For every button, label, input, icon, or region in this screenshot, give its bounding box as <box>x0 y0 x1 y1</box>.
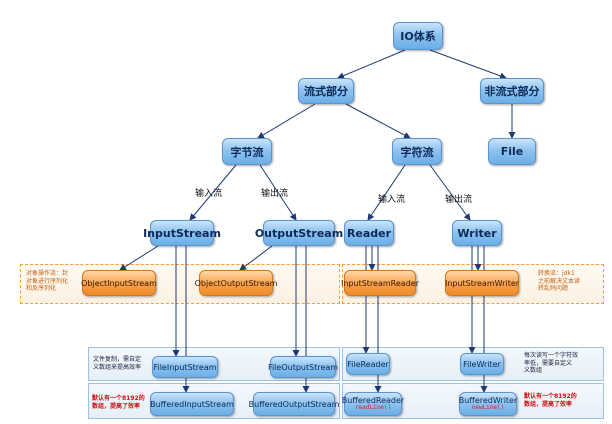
node-char-stream: 字符流 <box>392 138 442 165</box>
edge-byte-input <box>189 164 237 221</box>
node-file-writer: FileWriter <box>460 353 504 375</box>
label-char-input: 输入流 <box>378 195 406 205</box>
readline-method-label: readLine() <box>354 404 392 412</box>
edge-byte-output <box>259 164 297 221</box>
node-reader: Reader <box>344 220 394 246</box>
edge-io-streaming <box>337 49 406 79</box>
buffered-writer-label: BufferedWriter <box>458 395 518 405</box>
note-file-byte-streams: 文件复制，需自定 义数组来提高效率 <box>93 356 142 371</box>
node-non-streaming: 非流式部分 <box>480 78 544 104</box>
node-io: IO体系 <box>393 22 443 50</box>
buffered-reader-label: BufferedReader <box>341 395 405 405</box>
object-streams-band <box>20 264 340 304</box>
node-file-reader: FileReader <box>346 353 390 375</box>
note-object-streams: 对象操作流：封 对象进行序列化 和反序列化 <box>26 270 69 292</box>
node-buffered-input-stream: BufferedInputStream <box>150 392 234 416</box>
node-streaming: 流式部分 <box>298 78 354 104</box>
label-byte-input: 输入流 <box>195 189 223 199</box>
node-file-output-stream: FileOutputStream <box>268 356 338 378</box>
edge-io-nonstreaming <box>429 49 507 80</box>
node-buffered-output-stream: BufferedOutputStream <box>249 392 339 416</box>
node-input-stream: InputStream <box>143 220 221 246</box>
note-buffered-byte-streams: 默认有一个8192的 数组，提高了效率 <box>92 395 145 410</box>
label-char-output: 输出流 <box>445 195 473 205</box>
edge-char-input <box>367 164 406 221</box>
edge-streaming-char <box>345 103 411 139</box>
node-file: File <box>488 138 536 165</box>
note-file-char-streams: 每次读写一个字符效 率低，需要自定义 义数组 <box>524 352 579 374</box>
note-buffered-char-streams: 默认有一个8192的 数组，提高了效率 <box>524 393 577 408</box>
node-object-input-stream: ObjectInputStream <box>81 270 157 296</box>
node-input-stream-reader: InputStreamReader <box>341 270 419 296</box>
node-object-output-stream: ObjectOutputStream <box>195 270 277 296</box>
newline-method-label: newLine() <box>471 404 505 412</box>
node-buffered-reader: BufferedReader readLine() <box>341 392 405 416</box>
node-input-stream-writer: InputStreamWriter <box>445 270 519 296</box>
edge-char-output <box>429 164 471 221</box>
label-byte-output: 输出流 <box>261 189 289 199</box>
node-output-stream: OutputStream <box>255 220 343 246</box>
node-writer: Writer <box>452 220 502 246</box>
node-buffered-writer: BufferedWriter newLine() <box>459 392 517 416</box>
note-conversion-streams: 转换流：jdk1 之前解决文本读 转乱码问题 <box>538 270 581 292</box>
node-file-input-stream: FileInputStream <box>152 356 218 378</box>
edge-streaming-byte <box>257 103 316 139</box>
node-byte-stream: 字节流 <box>222 138 272 165</box>
